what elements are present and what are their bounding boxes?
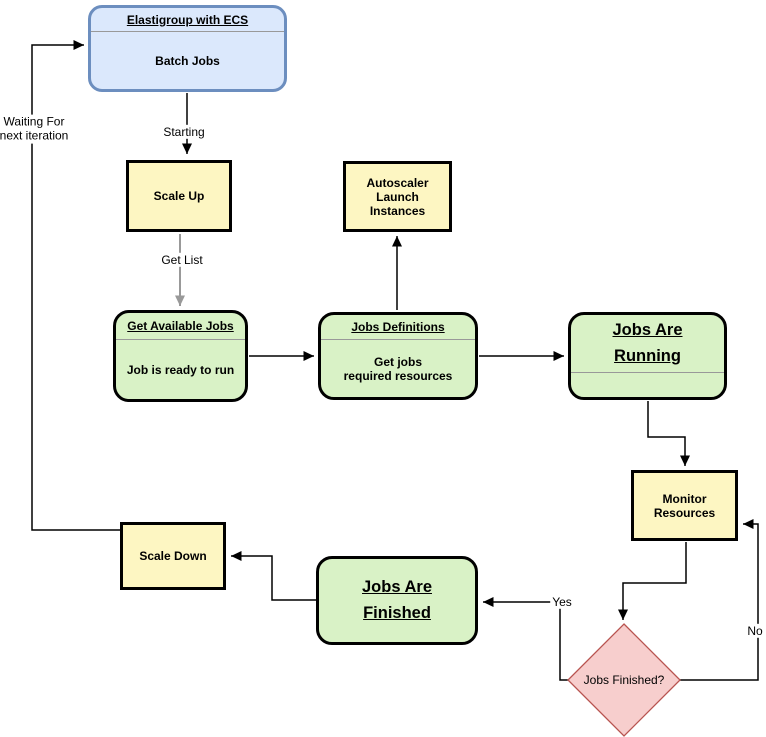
node-elastigroup: Elastigroup with ECS Batch Jobs bbox=[88, 5, 287, 92]
edge-yes-to-finished bbox=[483, 597, 568, 681]
edge-label-starting: Starting bbox=[161, 124, 207, 140]
edge-running-to-monitor bbox=[647, 401, 690, 466]
jobs-are-running-title: Jobs Are Running bbox=[571, 315, 724, 373]
node-scale-up: Scale Up bbox=[126, 160, 232, 232]
decision-diamond-shape bbox=[567, 623, 681, 737]
node-get-available-jobs: Get Available Jobs Job is ready to run bbox=[113, 310, 248, 402]
elastigroup-body: Batch Jobs bbox=[155, 53, 220, 68]
scale-up-label: Scale Up bbox=[153, 189, 205, 203]
edge-label-get-list: Get List bbox=[159, 252, 205, 268]
decision-label: Jobs Finished? bbox=[583, 673, 665, 687]
edge-waiting-loop bbox=[31, 40, 120, 531]
get-available-jobs-body: Job is ready to run bbox=[126, 362, 235, 377]
jobs-definitions-body: Get jobs required resources bbox=[343, 354, 453, 383]
autoscaler-label: Autoscaler Launch Instances bbox=[366, 175, 429, 218]
edge-no-loop bbox=[680, 519, 759, 681]
node-scale-down: Scale Down bbox=[120, 522, 226, 590]
edge-label-no: No bbox=[745, 623, 765, 639]
scale-down-label: Scale Down bbox=[139, 549, 207, 563]
node-monitor-resources: Monitor Resources bbox=[631, 470, 738, 541]
monitor-resources-label: Monitor Resources bbox=[653, 491, 716, 520]
node-jobs-are-finished: Jobs Are Finished bbox=[316, 556, 478, 645]
edge-label-waiting: Waiting For next iteration bbox=[0, 114, 71, 144]
elastigroup-title: Elastigroup with ECS bbox=[91, 8, 284, 32]
edge-label-yes: Yes bbox=[550, 594, 574, 610]
node-autoscaler: Autoscaler Launch Instances bbox=[343, 161, 452, 232]
edge-finished-to-scaledown bbox=[231, 551, 316, 601]
edge-monitor-to-decision bbox=[618, 542, 687, 620]
jobs-are-running-body bbox=[571, 373, 724, 397]
jobs-definitions-title: Jobs Definitions bbox=[321, 315, 475, 340]
node-jobs-definitions: Jobs Definitions Get jobs required resou… bbox=[318, 312, 478, 400]
jobs-are-finished-title: Jobs Are Finished bbox=[362, 577, 432, 622]
node-jobs-are-running: Jobs Are Running bbox=[568, 312, 727, 400]
get-available-jobs-title: Get Available Jobs bbox=[116, 313, 245, 340]
